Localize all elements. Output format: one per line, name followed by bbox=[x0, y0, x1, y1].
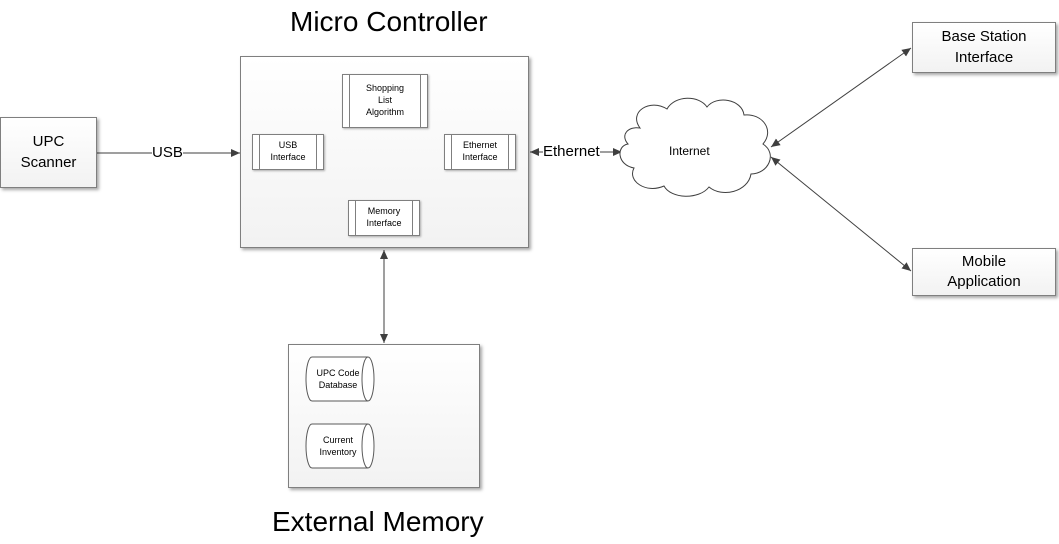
mobile-app-connector bbox=[770, 156, 912, 272]
external-memory-title: External Memory bbox=[272, 506, 484, 537]
upc-code-database-label: UPC Code Database bbox=[316, 367, 360, 390]
ethernet-edge-label: Ethernet bbox=[543, 143, 600, 161]
memory-interface-module: Memory Interface bbox=[348, 200, 420, 236]
internet-cloud-shape bbox=[619, 97, 771, 197]
shopping-list-algorithm-module: Shopping List Algorithm bbox=[342, 74, 428, 128]
upc-scanner-node: UPC Scanner bbox=[0, 117, 97, 188]
usb-interface-module: USB Interface bbox=[252, 134, 324, 170]
current-inventory-cylinder bbox=[305, 423, 375, 469]
memory-interface-label: Memory Interface bbox=[366, 206, 402, 228]
micro-controller-title: Micro Controller bbox=[290, 6, 488, 37]
upc-code-database-cylinder bbox=[305, 356, 375, 402]
mobile-application-node: Mobile Application bbox=[912, 248, 1056, 296]
ethernet-interface-label: Ethernet Interface bbox=[462, 140, 498, 162]
base-station-connector bbox=[770, 47, 912, 148]
ethernet-interface-module: Ethernet Interface bbox=[444, 134, 516, 170]
base-station-interface-node: Base Station Interface bbox=[912, 22, 1056, 73]
current-inventory-label: Current Inventory bbox=[319, 434, 357, 457]
usb-edge-label: USB bbox=[152, 144, 183, 162]
internet-label: Internet bbox=[669, 144, 710, 158]
usb-interface-label: USB Interface bbox=[270, 140, 306, 162]
shopping-list-algorithm-label: Shopping List Algorithm bbox=[365, 83, 405, 117]
